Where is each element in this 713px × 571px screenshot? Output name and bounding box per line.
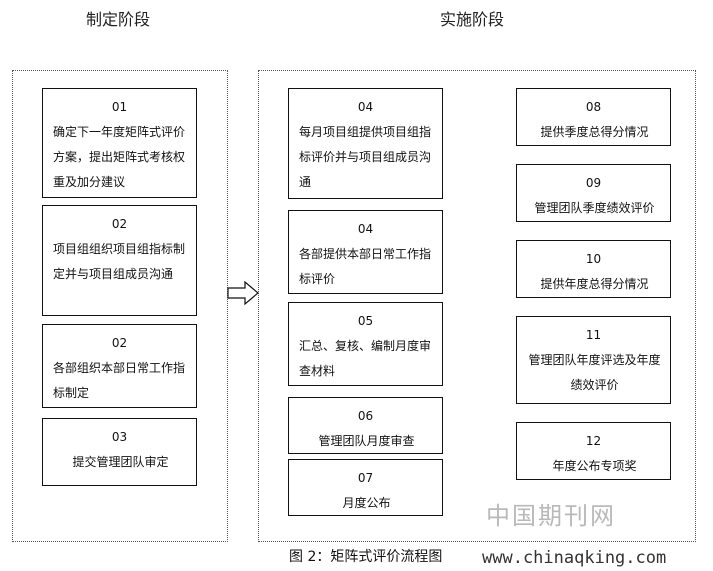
step-number: 07 <box>357 471 374 485</box>
step-text: 管理团队年度评选及年度绩效评价 <box>528 353 661 392</box>
step-03-box: 03 提交管理团队审定 <box>42 418 197 486</box>
step-07-box: 07 月度公布 <box>288 459 443 516</box>
step-number: 02 <box>111 336 128 350</box>
step-09-box: 09 管理团队季度绩效评价 <box>516 164 671 222</box>
watermark-name: 中国期刊网 <box>486 502 616 530</box>
step-number: 04 <box>357 100 374 114</box>
step-text: 每月项目组提供项目组指标评价并与项目组成员沟通 <box>299 125 432 189</box>
step-number: 04 <box>357 222 374 236</box>
step-text: 年度公布专项奖 <box>552 459 637 473</box>
step-08-box: 08 提供季度总得分情况 <box>516 88 671 146</box>
implement-phase-panel <box>258 70 696 542</box>
step-number: 03 <box>111 430 128 444</box>
plan-phase-title: 制定阶段 <box>86 10 151 29</box>
step-text: 汇总、复核、编制月度审查材料 <box>299 339 432 378</box>
step-number: 06 <box>357 409 374 423</box>
plan-phase-panel <box>12 70 228 542</box>
implement-phase-title: 实施阶段 <box>440 10 505 29</box>
step-text: 月度公布 <box>342 496 391 510</box>
watermark-url: www.chinaqking.com <box>482 548 667 568</box>
step-number: 05 <box>357 314 374 328</box>
step-number: 09 <box>585 176 602 190</box>
step-12-box: 12 年度公布专项奖 <box>516 422 671 480</box>
step-number: 02 <box>111 217 128 231</box>
step-06-box: 06 管理团队月度审查 <box>288 397 443 454</box>
step-text: 各部提供本部日常工作指标评价 <box>299 247 432 286</box>
step-number: 12 <box>585 434 602 448</box>
step-text: 管理团队月度审查 <box>318 434 415 448</box>
step-04a-box: 04 每月项目组提供项目组指标评价并与项目组成员沟通 <box>288 88 443 199</box>
step-02b-box: 02 各部组织本部日常工作指标制定 <box>42 324 197 408</box>
step-10-box: 10 提供年度总得分情况 <box>516 240 671 298</box>
figure-caption: 图 2：矩阵式评价流程图 <box>289 549 443 565</box>
step-text: 各部组织本部日常工作指标制定 <box>53 361 186 400</box>
step-text: 提供季度总得分情况 <box>540 125 649 139</box>
step-number: 01 <box>111 100 128 114</box>
step-text: 管理团队季度绩效评价 <box>534 201 655 215</box>
step-text: 提交管理团队审定 <box>72 455 169 469</box>
step-11-box: 11 管理团队年度评选及年度绩效评价 <box>516 316 671 404</box>
step-text: 提供年度总得分情况 <box>540 277 649 291</box>
step-number: 08 <box>585 100 602 114</box>
step-02a-box: 02 项目组组织项目组指标制定并与项目组成员沟通 <box>42 205 197 316</box>
step-number: 10 <box>585 252 602 266</box>
step-05-box: 05 汇总、复核、编制月度审查材料 <box>288 302 443 386</box>
step-number: 11 <box>585 328 602 342</box>
step-text: 确定下一年度矩阵式评价方案，提出矩阵式考核权重及加分建议 <box>53 125 186 189</box>
step-text: 项目组组织项目组指标制定并与项目组成员沟通 <box>53 242 186 281</box>
hollow-arrow-icon <box>227 281 259 305</box>
step-04b-box: 04 各部提供本部日常工作指标评价 <box>288 210 443 294</box>
step-01-box: 01 确定下一年度矩阵式评价方案，提出矩阵式考核权重及加分建议 <box>42 88 197 198</box>
